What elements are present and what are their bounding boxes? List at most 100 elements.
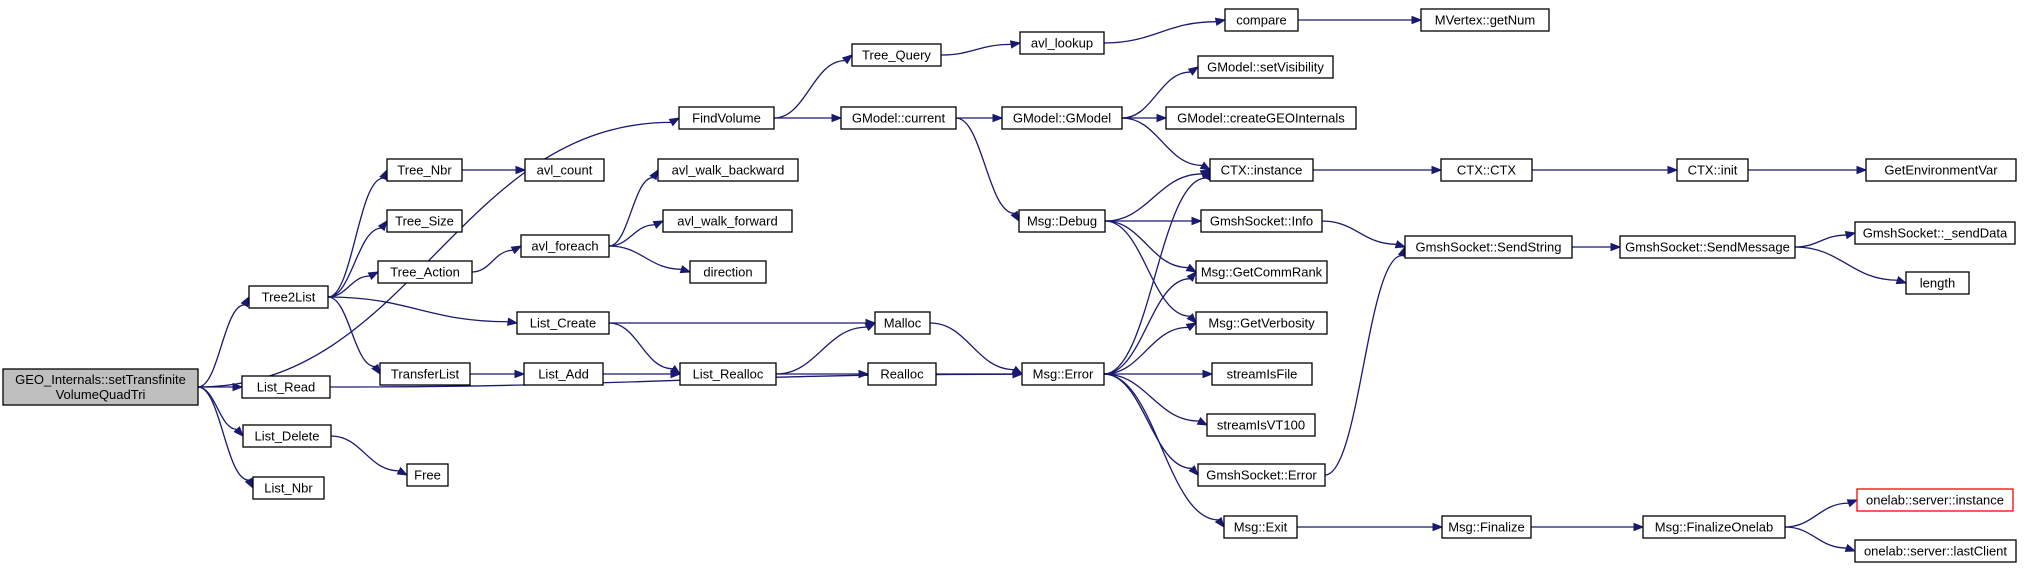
node-box [1223,515,1298,539]
node-label: List_Read [257,380,316,395]
node-list-read[interactable]: List_Read [241,375,331,399]
node-findvolume[interactable]: FindVolume [678,106,775,130]
edge-findvolume-to-tree_query [773,54,854,119]
node-label: length [1920,276,1955,291]
node-label: MVertex::getNum [1435,13,1535,28]
node-streamisvt100[interactable]: streamIsVT100 [1206,413,1316,437]
node-box [1420,8,1550,32]
node-malloc[interactable]: Malloc [874,311,931,335]
node-box [1195,311,1328,335]
node-label: List_Create [530,316,596,331]
node-mvertex-getnum[interactable]: MVertex::getNum [1420,8,1550,32]
node-length[interactable]: length [1905,271,1970,295]
node-gmodel-creategeo[interactable]: GModel::createGEOInternals [1165,106,1357,130]
node-onelab-instance[interactable]: onelab::server::instance [1856,488,2014,512]
node-label: Msg::Finalize [1448,520,1525,535]
node-list-realloc[interactable]: List_Realloc [679,362,777,386]
node-label: List_Nbr [264,481,313,496]
edge-gmodel_gmodel-to-ctx_instance [1121,117,1212,171]
node-compare[interactable]: compare [1224,8,1299,32]
node-box [1197,463,1326,487]
edge-msg_error-to-msg_getcommrank [1103,270,1197,375]
node-avl-walk-backward[interactable]: avl_walk_backward [657,158,799,182]
node-avl-count[interactable]: avl_count [524,158,605,182]
node-onelab-lastclient[interactable]: onelab::server::lastClient [1854,539,2017,563]
node-ctx-ctx[interactable]: CTX::CTX [1440,158,1533,182]
node-ctx-instance[interactable]: CTX::instance [1209,158,1314,182]
node-tree-action[interactable]: Tree_Action [377,260,473,284]
node-box [1206,413,1316,437]
node-label: GEO_Internals::setTransfinite [15,372,186,387]
node-realloc[interactable]: Realloc [867,362,937,386]
node-label: Tree2List [262,290,316,305]
node-avl-foreach[interactable]: avl_foreach [520,234,610,258]
node-gmodel-gmodel[interactable]: GModel::GModel [1001,106,1123,130]
node-box [1854,539,2017,563]
node-list-nbr[interactable]: List_Nbr [252,476,325,500]
node-list-delete[interactable]: List_Delete [242,424,332,448]
node-ctx-init[interactable]: CTX::init [1676,158,1749,182]
node-box [1001,106,1123,130]
node-gs-sendstring[interactable]: GmshSocket::SendString [1404,235,1573,259]
node-gs-error[interactable]: GmshSocket::Error [1197,463,1326,487]
node-msg-finalizeonelab[interactable]: Msg::FinalizeOnelab [1642,515,1786,539]
edge-msg_finalizeonelab-to-onelab_instance [1784,499,1859,528]
node-label: CTX::CTX [1457,163,1517,178]
node-gs-senddata[interactable]: GmshSocket::_sendData [1854,221,2016,245]
node-box [851,43,942,67]
node-label: avl_count [537,163,593,178]
node-avl-walk-forward[interactable]: avl_walk_forward [662,209,793,233]
node-tree-query[interactable]: Tree_Query [851,43,942,67]
node-label: direction [703,265,752,280]
edge-gs_sendstring-to-gs_sendmessage [1572,242,1622,252]
node-msg-finalize[interactable]: Msg::Finalize [1441,515,1532,539]
edge-gs_info-to-gs_sendstring [1321,220,1407,249]
edge-compare-to-mvertex_getnum [1298,15,1423,25]
node-gs-info[interactable]: GmshSocket::Info [1200,209,1323,233]
edge-list_add-to-list_realloc [602,369,682,379]
node-label: List_Realloc [693,367,764,382]
node-msg-error[interactable]: Msg::Error [1021,362,1105,386]
node-transferlist[interactable]: TransferList [379,362,471,386]
node-label: List_Add [538,367,589,382]
edge-msg_error-to-streamisvt100 [1103,373,1209,426]
node-list-create[interactable]: List_Create [516,311,610,335]
edge-avl_foreach-to-direction [608,245,692,274]
node-box [679,362,777,386]
call-graph-edges [197,15,1908,552]
node-label: Msg::GetVerbosity [1208,316,1315,331]
node-box [867,362,937,386]
node-root[interactable]: GEO_Internals::setTransfiniteVolumeQuadT… [2,368,199,406]
edge-root-to-list_delete [197,386,244,438]
node-msg-exit[interactable]: Msg::Exit [1223,515,1298,539]
node-label: Tree_Size [395,214,454,229]
node-box [1854,221,2016,245]
edge-gs_sendmessage-to-gs_senddata [1794,231,1857,248]
node-box [1619,235,1796,259]
node-tree-size[interactable]: Tree_Size [386,209,463,233]
node-label: Malloc [884,316,922,331]
node-box [1224,8,1299,32]
node-free[interactable]: Free [406,463,449,487]
edge-msg_error-to-msg_exit [1103,373,1225,529]
node-label: Tree_Nbr [397,163,452,178]
node-msg-debug[interactable]: Msg::Debug [1018,209,1106,233]
node-msg-getverbosity[interactable]: Msg::GetVerbosity [1195,311,1328,335]
edge-msg_debug-to-msg_getcommrank [1104,220,1198,273]
node-box [377,260,473,284]
node-box [386,158,463,182]
node-tree-nbr[interactable]: Tree_Nbr [386,158,463,182]
node-box [1165,106,1357,130]
node-msg-getcommrank[interactable]: Msg::GetCommRank [1195,260,1328,284]
node-avl-lookup[interactable]: avl_lookup [1019,31,1105,55]
node-gs-sendmessage[interactable]: GmshSocket::SendMessage [1619,235,1796,259]
node-direction[interactable]: direction [689,260,767,284]
node-gmodel-current[interactable]: GModel::current [840,106,957,130]
node-gmodel-setvis[interactable]: GModel::setVisibility [1197,55,1334,79]
node-tree2list[interactable]: Tree2List [248,285,329,309]
node-getenv[interactable]: GetEnvironmentVar [1865,158,2017,182]
node-list-add[interactable]: List_Add [523,362,604,386]
node-streamisfile[interactable]: streamIsFile [1211,362,1313,386]
node-box [689,260,767,284]
